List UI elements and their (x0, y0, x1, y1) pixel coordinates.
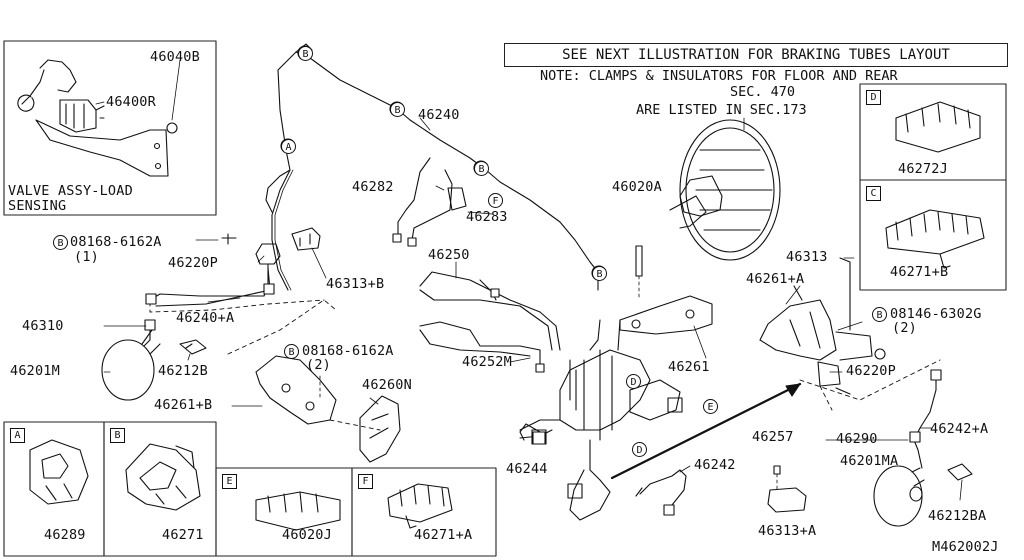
see-next-note: SEE NEXT ILLUSTRATION FOR BRAKING TUBES … (504, 43, 1008, 67)
label-46240A: 46240+A (176, 310, 235, 326)
label-46283: 46283 (466, 209, 508, 225)
inset-key-a: A (10, 428, 25, 443)
label-bolt-08146: 08146-6302G (890, 306, 982, 322)
label-46261: 46261 (668, 359, 710, 375)
label-46020A: 46020A (612, 179, 662, 195)
clip-46289-drawing (29, 439, 89, 505)
label-46282: 46282 (352, 179, 394, 195)
label-bolt-qty-1: (1) (74, 249, 99, 265)
label-46290: 46290 (836, 431, 878, 447)
label-46244: 46244 (506, 461, 548, 477)
note-line-2: ARE LISTED IN SEC.173 (636, 102, 807, 118)
label-46252M: 46252M (462, 354, 512, 370)
inset-key-b: B (110, 428, 125, 443)
tube-46240 (271, 51, 599, 291)
label-46310: 46310 (22, 318, 64, 334)
circled-b-marker-2: B (284, 344, 299, 359)
label-46313A: 46313+A (758, 523, 817, 539)
label-46212BA: 46212BA (928, 508, 987, 524)
inset-part-46020J: 46020J (282, 527, 332, 543)
label-bolt-08168-2: 08168-6162A (302, 343, 394, 359)
label-46261B: 46261+B (154, 397, 213, 413)
label-bolt-qty-3: (2) (892, 320, 917, 336)
clip-46271A-drawing (387, 483, 453, 529)
circled-b-marker-1: B (53, 235, 68, 250)
inset-key-e: E (222, 474, 237, 489)
label-46261A: 46261+A (746, 271, 805, 287)
inset-frame-c (859, 179, 1007, 291)
inset-key-d: D (866, 90, 881, 105)
clip-46271-drawing (125, 443, 201, 511)
marker-b-top-1: B (298, 46, 313, 61)
label-46212B: 46212B (158, 363, 208, 379)
valve-assy-drawing (17, 59, 178, 177)
label-46240: 46240 (418, 107, 460, 123)
marker-f-tube: F (488, 193, 503, 208)
inset-key-c: C (866, 186, 881, 201)
inset-part-46289: 46289 (44, 527, 86, 543)
inset-part-46271B: 46271+B (890, 264, 949, 280)
marker-b-top-3: B (474, 161, 489, 176)
label-46260N: 46260N (362, 377, 412, 393)
label-46250: 46250 (428, 247, 470, 263)
inset-key-f: F (358, 474, 373, 489)
inset-part-46271: 46271 (162, 527, 204, 543)
label-46257: 46257 (752, 429, 794, 445)
label-46313B: 46313+B (326, 276, 385, 292)
valve-caption-line1: VALVE ASSY-LOAD (8, 183, 133, 199)
clip-46271B-drawing (885, 209, 985, 269)
marker-d-center-1: D (626, 374, 641, 389)
clip-46272J-drawing (895, 101, 981, 153)
label-46242: 46242 (694, 457, 736, 473)
inset-part-46271A: 46271+A (414, 527, 473, 543)
brake-booster (669, 119, 781, 261)
inset-part-46272J: 46272J (898, 161, 948, 177)
label-bolt-qty-2: (2) (306, 357, 331, 373)
diagram-id: M462002J (932, 539, 999, 555)
label-46040B: 46040B (150, 49, 200, 65)
label-46220P-right: 46220P (846, 363, 896, 379)
marker-a-tube: A (281, 139, 296, 154)
disc-46201M (101, 339, 155, 401)
clip-46020J-drawing (255, 491, 341, 531)
label-46242A: 46242+A (930, 421, 989, 437)
label-46201M: 46201M (10, 363, 60, 379)
disc-46201MA (873, 465, 923, 527)
central-block (519, 319, 683, 521)
inset-frame-f (351, 467, 497, 557)
label-46400R: 46400R (106, 94, 156, 110)
marker-b-top-2: B (390, 102, 405, 117)
label-bolt-08168-1: 08168-6162A (70, 234, 162, 250)
label-46220P-left: 46220P (168, 255, 218, 271)
label-46313: 46313 (786, 249, 828, 265)
marker-e-center: E (703, 399, 718, 414)
sec470-label: SEC. 470 (730, 84, 796, 100)
circled-b-marker-3: B (872, 307, 887, 322)
valve-caption-line2: SENSING (8, 198, 67, 214)
label-46201MA: 46201MA (840, 453, 899, 469)
marker-b-top-4: B (592, 266, 607, 281)
inset-valve-frame (3, 40, 217, 216)
marker-d-center-2: D (632, 442, 647, 457)
note-line-1: NOTE: CLAMPS & INSULATORS FOR FLOOR AND … (540, 68, 898, 84)
